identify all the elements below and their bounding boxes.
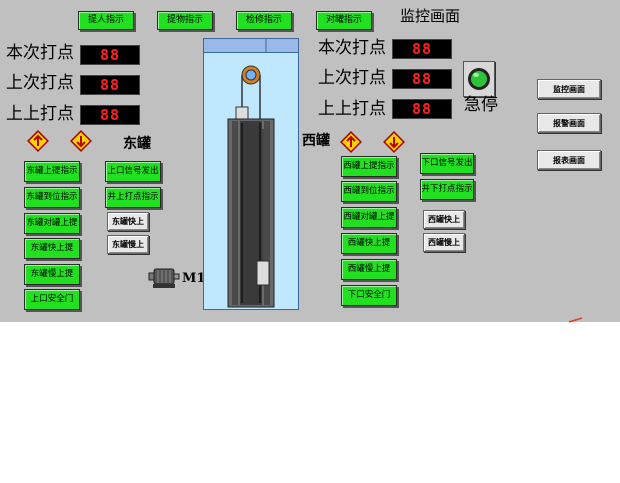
mine-shaft bbox=[203, 38, 299, 310]
indicator-lift-goods: 提物指示 bbox=[157, 11, 213, 30]
right-label-last: 上次打点 bbox=[318, 68, 386, 88]
left-display-current: 88 bbox=[80, 45, 140, 65]
right-label-before-last: 上上打点 bbox=[318, 99, 386, 119]
estop-label: 急停 bbox=[464, 95, 498, 115]
indicator-lower-signal-sent: 下口信号发出 bbox=[420, 153, 474, 174]
right-display-current: 88 bbox=[392, 39, 452, 59]
warning-icon bbox=[27, 130, 49, 152]
left-label-current: 本次打点 bbox=[6, 43, 74, 63]
indicator-west-arrive: 西罐到位指示 bbox=[341, 181, 397, 202]
estop-button[interactable] bbox=[463, 61, 495, 97]
indicator-maintenance: 检修指示 bbox=[236, 11, 292, 30]
east-cage-title: 东罐 bbox=[123, 136, 151, 152]
west-slow-up-button[interactable]: 西罐慢上 bbox=[423, 233, 465, 252]
cursor-mark-icon bbox=[568, 317, 583, 323]
nav-monitor-button[interactable]: 监控画面 bbox=[537, 79, 601, 99]
indicator-upper-safety-door: 上口安全门 bbox=[24, 289, 80, 310]
indicator-lift-people: 提人指示 bbox=[78, 11, 134, 30]
indicator-underground-hit: 井下打点指示 bbox=[420, 179, 474, 200]
indicator-west-fast-lift: 西罐快上提 bbox=[341, 233, 397, 254]
right-display-last: 88 bbox=[392, 69, 452, 89]
hoist-diagram bbox=[227, 39, 275, 308]
estop-icon bbox=[468, 68, 490, 90]
warning-icon bbox=[70, 130, 92, 152]
motor-label: M1 bbox=[182, 271, 206, 286]
indicator-east-fast-lift: 东罐快上提 bbox=[24, 238, 80, 259]
indicator-west-align-lift: 西罐对罐上提 bbox=[341, 207, 397, 228]
shaft-headframe bbox=[204, 39, 298, 53]
left-label-before-last: 上上打点 bbox=[6, 104, 74, 124]
nav-alarm-button[interactable]: 报警画面 bbox=[537, 113, 601, 133]
motor-icon bbox=[148, 268, 180, 288]
left-display-last: 88 bbox=[80, 75, 140, 95]
screen-title: 监控画面 bbox=[400, 7, 461, 25]
east-fast-up-button[interactable]: 东罐快上 bbox=[107, 212, 149, 231]
indicator-west-slow-lift: 西罐慢上提 bbox=[341, 259, 397, 280]
left-label-last: 上次打点 bbox=[6, 73, 74, 93]
east-slow-up-button[interactable]: 东罐慢上 bbox=[107, 235, 149, 254]
indicator-surface-hit: 井上打点指示 bbox=[105, 187, 161, 208]
west-fast-up-button[interactable]: 西罐快上 bbox=[423, 210, 465, 229]
left-display-before-last: 88 bbox=[80, 105, 140, 125]
indicator-east-arrive: 东罐到位指示 bbox=[24, 187, 80, 208]
right-label-current: 本次打点 bbox=[318, 38, 386, 58]
indicator-east-align-lift: 东罐对罐上提 bbox=[24, 213, 80, 234]
indicator-lower-safety-door: 下口安全门 bbox=[341, 285, 397, 306]
west-cage-title: 西罐 bbox=[302, 133, 330, 149]
warning-icon bbox=[383, 131, 405, 153]
indicator-upper-signal-sent: 上口信号发出 bbox=[105, 161, 161, 182]
nav-report-button[interactable]: 报表画面 bbox=[537, 150, 601, 170]
warning-icon bbox=[340, 131, 362, 153]
indicator-cage-align: 对罐指示 bbox=[316, 11, 372, 30]
indicator-west-lift: 西罐上提指示 bbox=[341, 156, 397, 177]
indicator-east-slow-lift: 东罐慢上提 bbox=[24, 264, 80, 285]
indicator-east-lift: 东罐上提指示 bbox=[24, 161, 80, 182]
right-display-before-last: 88 bbox=[392, 99, 452, 119]
